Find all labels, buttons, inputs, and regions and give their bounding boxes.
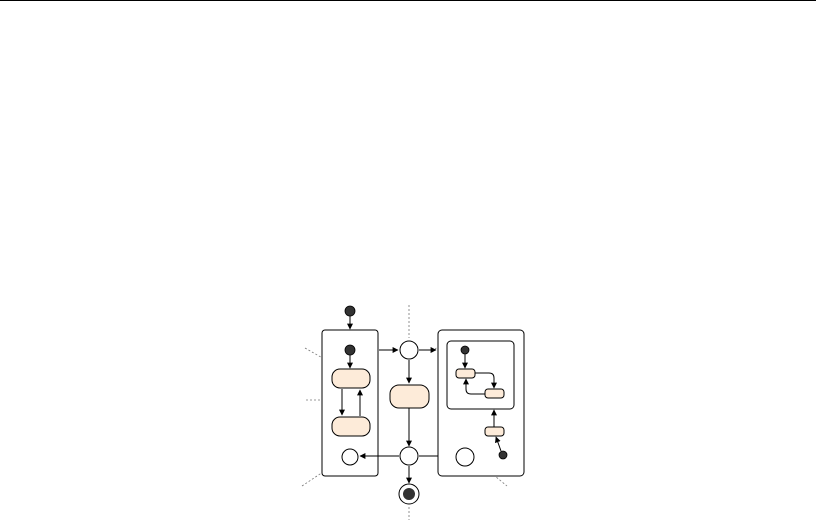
- left-composite-state: [321, 305, 379, 477]
- left-initial-pseudostate: [344, 344, 356, 356]
- final-state-inner-dot: [403, 488, 415, 500]
- nested-state-a: [455, 368, 476, 379]
- bottom-junction-node: [399, 446, 419, 466]
- transition-state-a-to-state-b: [475, 372, 497, 389]
- right-exit-node: [455, 447, 475, 467]
- right-composite-state: [437, 329, 525, 477]
- left-exit-node: [341, 448, 359, 466]
- transition-right-initial-to-lower: [494, 436, 502, 452]
- transition-state-b-to-state-a: [463, 378, 485, 395]
- top-junction-node: [399, 340, 419, 360]
- nested-initial-pseudostate: [460, 345, 470, 355]
- left-lower-state: [331, 416, 371, 437]
- nested-state-b: [484, 388, 505, 399]
- center-column: [359, 340, 456, 505]
- right-lower-state: [484, 426, 505, 437]
- right-initial-pseudostate: [498, 450, 508, 460]
- left-composite-frame: [321, 329, 379, 477]
- page-top-rule: [0, 0, 816, 1]
- left-upper-state: [331, 368, 371, 389]
- center-state: [389, 384, 430, 409]
- outer-initial-pseudostate: [344, 305, 356, 317]
